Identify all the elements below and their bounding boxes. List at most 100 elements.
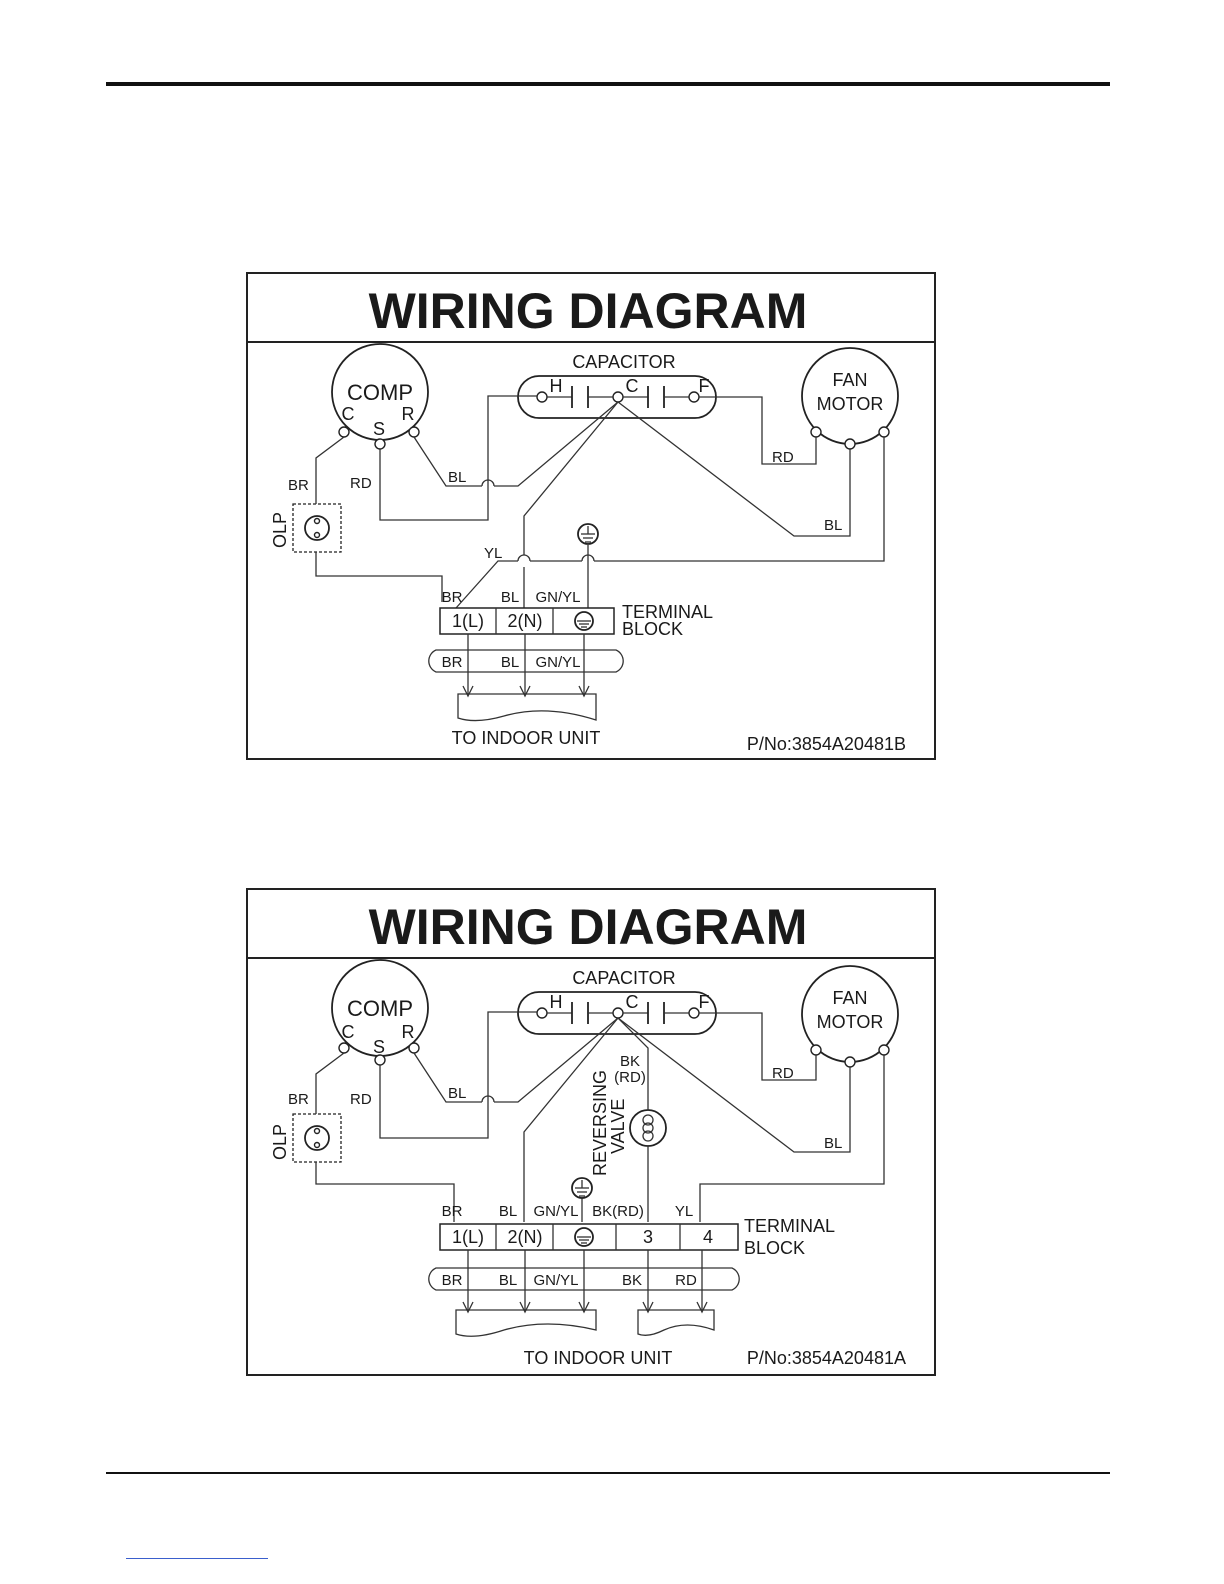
wire-label-rd-comp: RD bbox=[350, 475, 372, 492]
wire-cap-c-bl bbox=[523, 401, 619, 555]
compressor-label: COMP bbox=[347, 380, 413, 405]
ground-icon bbox=[577, 523, 599, 545]
fan-terminal-3 bbox=[878, 426, 890, 438]
tb-terminal-1: 1(L) bbox=[452, 1227, 484, 1247]
wire-label-yl: YL bbox=[484, 545, 502, 562]
cap-h-label: H bbox=[550, 376, 563, 396]
fan-motor-label-2: MOTOR bbox=[817, 1012, 884, 1032]
wiring-diagram-svg: WIRING DIAGRAM COMP C S R CAPACITOR H C … bbox=[246, 272, 936, 760]
tb-terminal-4: 4 bbox=[703, 1227, 713, 1247]
cap-f-terminal bbox=[688, 1007, 700, 1019]
indoor-unit-connector-2 bbox=[637, 1309, 715, 1336]
wire-label-br: BR bbox=[288, 477, 309, 494]
comp-r-terminal bbox=[408, 426, 420, 438]
comp-s-label: S bbox=[373, 1037, 385, 1057]
diagram-frame bbox=[246, 272, 936, 760]
tb-label-gnyl: GN/YL bbox=[533, 1203, 578, 1220]
wire-comp-s-rd bbox=[379, 1011, 537, 1139]
comp-c-terminal bbox=[338, 426, 350, 438]
fan-terminal-2 bbox=[844, 1056, 856, 1068]
wire-fan-yl bbox=[699, 1055, 885, 1222]
tb-label-br: BR bbox=[442, 589, 463, 606]
tb-terminal-2: 2(N) bbox=[508, 1227, 543, 1247]
comp-r-terminal bbox=[408, 1042, 420, 1054]
wire-comp-r-bl bbox=[413, 436, 482, 487]
capacitor-label: CAPACITOR bbox=[572, 352, 675, 372]
cap-c-terminal bbox=[612, 1007, 624, 1019]
fan-terminal-3 bbox=[878, 1044, 890, 1056]
tb-label-br: BR bbox=[442, 1203, 463, 1220]
to-indoor-unit-label: TO INDOOR UNIT bbox=[452, 728, 601, 748]
wire-comp-c-olp bbox=[315, 1052, 345, 1114]
cap-f-label: F bbox=[699, 992, 710, 1012]
wire-label-bl-fan: BL bbox=[824, 517, 842, 534]
fan-terminal-2 bbox=[844, 438, 856, 450]
terminal-block-label-1: TERMINAL bbox=[744, 1216, 835, 1236]
olp-box bbox=[292, 1113, 342, 1163]
terminal-block-label-1: TERMINAL bbox=[622, 602, 713, 622]
cap-c-label: C bbox=[626, 992, 639, 1012]
compressor-label: COMP bbox=[347, 996, 413, 1021]
tb-label-bkrd: BK(RD) bbox=[592, 1203, 644, 1220]
header-rule bbox=[106, 82, 1110, 86]
olp-icon bbox=[304, 515, 330, 541]
wire-label-bl-comp: BL bbox=[448, 469, 466, 486]
cap-f-label: F bbox=[699, 376, 710, 396]
cable-label-br: BR bbox=[442, 1272, 463, 1289]
diagram-frame bbox=[246, 888, 936, 1376]
tb-ground-icon bbox=[574, 611, 594, 631]
wire-label-rd-comp: RD bbox=[350, 1091, 372, 1108]
wiring-diagram-cooling: WIRING DIAGRAM COMP C S R CAPACITOR H C … bbox=[246, 272, 936, 760]
wire-comp-s-rd bbox=[379, 395, 537, 521]
olp-label: OLP bbox=[270, 1124, 290, 1160]
tb-ground-icon bbox=[574, 1227, 594, 1247]
wire-cap-f-rd bbox=[699, 1012, 817, 1081]
rv-wire-label-rd: (RD) bbox=[614, 1069, 646, 1086]
cable-label-rd: RD bbox=[675, 1272, 697, 1289]
tb-terminal-3: 3 bbox=[643, 1227, 653, 1247]
wire-label-rd-fan: RD bbox=[772, 1065, 794, 1082]
cable-label-bl: BL bbox=[499, 1272, 517, 1289]
part-number: P/No:3854A20481B bbox=[747, 734, 906, 754]
wire-fan-yl bbox=[594, 437, 885, 562]
part-number: P/No:3854A20481A bbox=[747, 1348, 906, 1368]
fan-motor-label-2: MOTOR bbox=[817, 394, 884, 414]
comp-r-label: R bbox=[402, 1022, 415, 1042]
diagram-title: WIRING DIAGRAM bbox=[369, 283, 808, 339]
comp-s-terminal bbox=[374, 1054, 386, 1066]
wire-label-br: BR bbox=[288, 1091, 309, 1108]
wire-olp-br bbox=[315, 552, 443, 602]
cap-c-label: C bbox=[626, 376, 639, 396]
indoor-cable-sheath bbox=[428, 649, 624, 673]
comp-r-label: R bbox=[402, 404, 415, 424]
reversing-valve-label-1: REVERSING bbox=[590, 1070, 610, 1176]
indoor-unit-connector-1 bbox=[455, 1309, 597, 1337]
tb-label-yl: YL bbox=[675, 1203, 693, 1220]
comp-c-terminal bbox=[338, 1042, 350, 1054]
comp-c-label: C bbox=[342, 404, 355, 424]
footer-rule bbox=[106, 1472, 1110, 1474]
comp-c-label: C bbox=[342, 1022, 355, 1042]
cap-h-label: H bbox=[550, 992, 563, 1012]
fan-motor-label-1: FAN bbox=[832, 988, 867, 1008]
cap-h-terminal bbox=[536, 1007, 548, 1019]
indoor-unit-connector bbox=[457, 693, 597, 722]
diagram-title: WIRING DIAGRAM bbox=[369, 899, 808, 955]
tb-label-gnyl: GN/YL bbox=[535, 589, 580, 606]
cable-label-gnyl: GN/YL bbox=[535, 654, 580, 671]
terminal-block-label-2: BLOCK bbox=[744, 1238, 805, 1258]
wire-olp-br bbox=[315, 1162, 455, 1222]
cable-label-br: BR bbox=[442, 654, 463, 671]
wire-label-bl-fan: BL bbox=[824, 1135, 842, 1152]
wire-label-bl-comp: BL bbox=[448, 1085, 466, 1102]
ground-icon bbox=[571, 1177, 593, 1199]
fan-terminal-1 bbox=[810, 1044, 822, 1056]
footer-link-underline[interactable] bbox=[126, 1558, 268, 1559]
cable-label-bl: BL bbox=[501, 654, 519, 671]
wire-cap-c-bl bbox=[523, 1017, 619, 1222]
wiring-diagram-heatpump: WIRING DIAGRAM COMP C S R CAPACITOR H C … bbox=[246, 888, 936, 1376]
cable-label-gnyl: GN/YL bbox=[533, 1272, 578, 1289]
reversing-valve-label-2: VALVE bbox=[608, 1099, 628, 1154]
wire-cap-rv-bk bbox=[617, 1017, 649, 1110]
cap-c-terminal bbox=[612, 391, 624, 403]
